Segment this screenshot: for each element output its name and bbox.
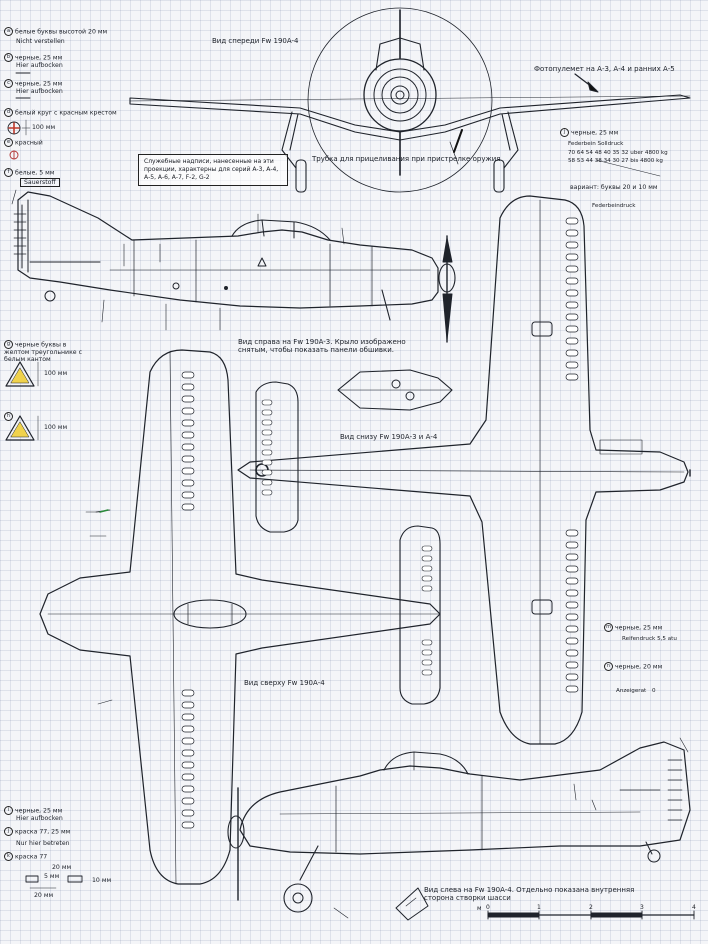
legend-f-letter: f bbox=[4, 168, 13, 177]
legend-h-size: 100 мм bbox=[44, 424, 68, 431]
caption-left-view: Вид слева на Fw 190A-4. Отдельно показан… bbox=[424, 886, 635, 902]
legend-g-letter: g bbox=[4, 340, 13, 349]
legend-e-letter: e bbox=[4, 138, 13, 147]
legend-d-size: 100 мм bbox=[32, 124, 56, 131]
top-view bbox=[39, 349, 441, 885]
stencil-j-variant-title: Federbeindruck bbox=[592, 203, 636, 209]
caption-right-view: Вид справа на Fw 190A-3. Крыло изображен… bbox=[238, 338, 406, 354]
bottom-view bbox=[337, 369, 453, 411]
left-side-view bbox=[227, 741, 691, 921]
caption-front-view: Вид спереди Fw 190A-4 bbox=[212, 37, 299, 45]
legend-b-letter: b bbox=[4, 53, 13, 62]
stencil-m-sub: Reifendruck 5,5 atu bbox=[622, 636, 677, 642]
scale-tick-3: 3 bbox=[640, 904, 644, 911]
legend-f-text: белые, 5 мм bbox=[15, 169, 55, 177]
legend-c-letter: c bbox=[4, 79, 13, 88]
stencil-j-title: Federbein Solldruck bbox=[568, 141, 624, 147]
stencil-n-digit: 0 bbox=[652, 688, 656, 694]
legend-k-letter: k bbox=[4, 852, 13, 861]
stencil-j-letter: j bbox=[560, 128, 569, 137]
legend-c-text: черные, 25 мм bbox=[15, 80, 63, 88]
front-view bbox=[129, 7, 691, 193]
legend-b-text: черные, 25 мм bbox=[15, 54, 63, 62]
stencil-n-sub: Anzeigerat bbox=[616, 688, 647, 694]
stencil-j-text: черные, 25 мм bbox=[571, 129, 619, 137]
caption-front-note: Фотопулемет на А-3, А-4 и ранних А-5 bbox=[534, 65, 675, 73]
legend-j2-text: краска 77, 25 мм bbox=[15, 828, 71, 836]
stencil-j-row1: 70 64 54 48 40 35 32 uber 4800 kg bbox=[568, 150, 668, 156]
legend-d-letter: d bbox=[4, 108, 13, 117]
stencil-m-letter: m bbox=[604, 623, 613, 632]
service-stencil-box: Служебные надписи, нанесенные на эти про… bbox=[138, 154, 288, 186]
caption-top-view: Вид сверху Fw 190А-4 bbox=[244, 679, 325, 687]
legend-j2-sub: Nur hier betreten bbox=[16, 840, 70, 847]
legend-g-size: 100 мм bbox=[44, 370, 68, 377]
legend-a-letter: a bbox=[4, 27, 13, 36]
legend-h: h bbox=[4, 412, 15, 421]
legend-icons bbox=[5, 72, 695, 920]
caption-front-tube: Трубка для прицеливания при пристрелке о… bbox=[312, 155, 501, 163]
stencil-j-variant: вариант: буквы 20 и 10 мм bbox=[570, 184, 658, 191]
dim-c: 10 мм bbox=[92, 877, 112, 884]
callout-lines bbox=[11, 159, 689, 919]
legend-a-sub: Nicht verstellen bbox=[16, 38, 65, 45]
legend-a-text: белые буквы высотой 20 мм bbox=[15, 28, 108, 36]
stencil-n-letter: n bbox=[604, 662, 613, 671]
scale-tick-4: 4 bbox=[692, 904, 696, 911]
legend-i-sub: Hier aufbocken bbox=[16, 815, 63, 822]
right-side-view bbox=[13, 191, 456, 343]
legend-c-sub: Hier aufbocken bbox=[16, 88, 63, 95]
caption-bottom-view: Вид снизу Fw 190А-3 и А-4 bbox=[340, 433, 438, 441]
top-right-wing-view bbox=[237, 195, 691, 745]
dim-d: 20 мм bbox=[34, 892, 54, 899]
legend-e-text: красный bbox=[15, 139, 43, 147]
scale-unit: м bbox=[477, 905, 482, 912]
legend-g-text: черные буквы в желтом треугольнике с бел… bbox=[4, 341, 82, 363]
legend-i-letter: i bbox=[4, 806, 13, 815]
legend-k-text: краска 77 bbox=[15, 853, 48, 861]
scale-tick-1: 1 bbox=[537, 904, 541, 911]
stencil-m-text: черные, 25 мм bbox=[615, 624, 663, 632]
dim-b: 5 мм bbox=[44, 873, 60, 880]
legend-j2-letter: j bbox=[4, 827, 13, 836]
legend-b-sub: Hier aufbocken bbox=[16, 62, 63, 69]
stencil-n-text: черные, 20 мм bbox=[615, 663, 663, 671]
legend-f-sub: Sauerstoff bbox=[20, 178, 60, 187]
dim-a: 20 мм bbox=[52, 864, 72, 871]
scale-tick-0: 0 bbox=[486, 904, 490, 911]
legend-d-text: белый круг с красным крестом bbox=[15, 109, 117, 117]
legend-h-letter: h bbox=[4, 412, 13, 421]
legend-i-text: черные, 25 мм bbox=[15, 807, 63, 815]
stencil-j-row2: 58 53 44 38 34 30 27 bis 4800 kg bbox=[568, 158, 663, 164]
scale-tick-2: 2 bbox=[589, 904, 593, 911]
